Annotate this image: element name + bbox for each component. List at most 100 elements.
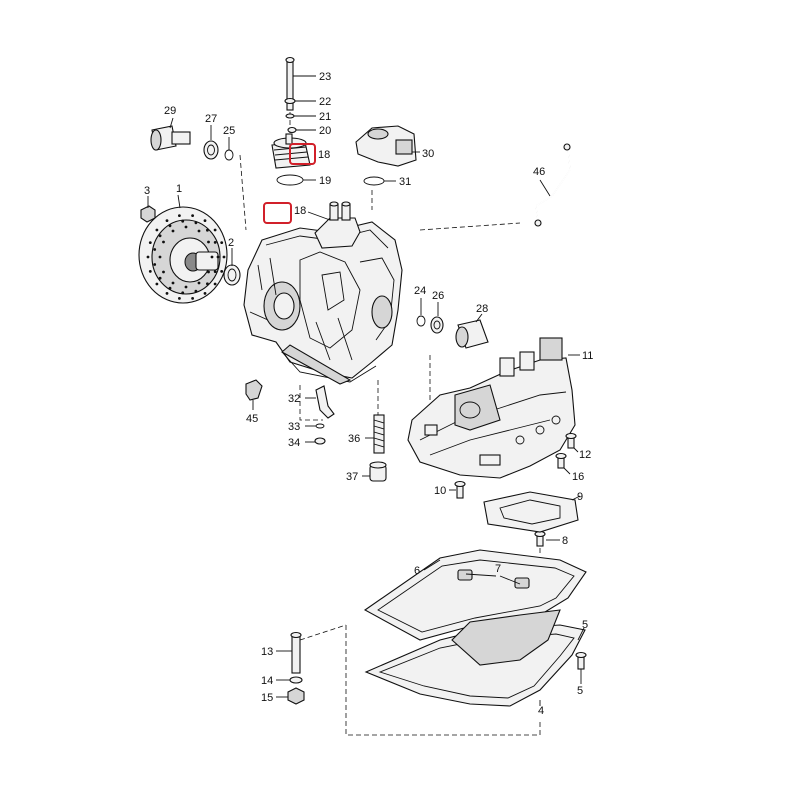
converter-dot: [206, 282, 209, 286]
converter-dot: [158, 234, 162, 238]
converter-dot: [191, 214, 195, 218]
parts-24-26-28: [416, 315, 489, 349]
highlight-box-housing-18: [263, 202, 292, 224]
bracket-32: [314, 385, 335, 445]
callout-13: 13: [261, 646, 273, 658]
callout-15: 15: [261, 692, 273, 704]
converter-dot: [210, 255, 214, 259]
callout-12: 12: [579, 449, 591, 461]
callout-23: 23: [319, 71, 331, 83]
converter-dot: [158, 276, 162, 280]
converter-dot: [148, 241, 152, 245]
callout-7: 7: [495, 563, 501, 575]
converter-dot: [184, 285, 188, 289]
callout-3: 3: [144, 185, 150, 197]
pipe-46: [534, 143, 571, 227]
callout-14: 14: [261, 675, 273, 687]
converter-dot: [162, 270, 165, 274]
filter-9: [483, 491, 579, 533]
callout-22: 22: [319, 96, 331, 108]
callout-20: 20: [319, 125, 331, 137]
seal-2: [223, 264, 241, 286]
callout-25: 25: [223, 125, 235, 137]
converter-dot: [222, 255, 226, 259]
callout-32: 32: [288, 393, 300, 405]
converter-dot: [206, 228, 209, 232]
converter-dot: [203, 219, 207, 223]
callout-18-cooler: 18: [318, 149, 330, 161]
converter-dot: [213, 241, 217, 244]
converter-dot: [153, 248, 157, 251]
callout-16: 16: [572, 471, 584, 483]
bolt-3: [140, 205, 156, 223]
callout-10: 10: [434, 485, 446, 497]
callout-18-housing: 18: [294, 205, 306, 217]
callout-46: 46: [533, 166, 545, 178]
converter-dot: [203, 292, 207, 295]
converter-dot: [181, 291, 185, 295]
parts-29-27-25: [150, 125, 234, 161]
converter-dot: [155, 282, 159, 286]
converter-dot: [153, 263, 157, 266]
oil-pan-4: [364, 609, 586, 707]
callout-21: 21: [319, 111, 331, 123]
valve-body-11: [407, 337, 576, 479]
callout-26: 26: [432, 290, 444, 302]
callout-5: 5: [577, 685, 583, 697]
converter-dot: [207, 240, 210, 244]
callout-34: 34: [288, 437, 300, 449]
converter-dot: [197, 281, 201, 285]
callout-27: 27: [205, 113, 217, 125]
sensor-30: [355, 125, 417, 186]
converter-dot: [181, 219, 185, 223]
leader-lines: [147, 75, 585, 706]
callout-37: 37: [346, 471, 358, 483]
converter-dot: [197, 229, 201, 233]
callout-labels: 23 22 21 20 18 19 18 29 27 25 30 31 46 3…: [144, 71, 593, 717]
converter-dot: [213, 228, 217, 232]
converter-dot: [165, 292, 169, 295]
callout-45: 45: [246, 413, 258, 425]
callout-19: 19: [319, 175, 331, 187]
converter-dot: [158, 255, 162, 259]
callout-33: 33: [288, 421, 300, 433]
converter-dot: [220, 270, 224, 273]
converter-dot: [171, 281, 175, 285]
torque-converter: [138, 206, 228, 304]
callout-8: 8: [562, 535, 568, 547]
converter-dot: [168, 224, 172, 228]
converter-dot: [191, 297, 195, 300]
plug-45: [245, 379, 263, 401]
converter-dot: [213, 270, 217, 273]
spring-36: [369, 414, 387, 482]
converter-dot: [207, 270, 210, 274]
callout-36: 36: [348, 433, 360, 445]
small-bolts: [454, 432, 577, 547]
converter-dot: [146, 255, 150, 259]
callout-6: 6: [414, 565, 420, 577]
highlight-box-cooler-18: [289, 143, 316, 165]
converter-dot: [155, 228, 159, 232]
converter-dot: [171, 229, 175, 233]
converter-dot: [213, 282, 217, 286]
callout-4: 4: [538, 705, 544, 717]
cooler-bolt-stack: [271, 56, 311, 186]
converter-dot: [178, 297, 181, 300]
callout-5-upper: 5: [582, 619, 588, 631]
callout-29: 29: [164, 105, 176, 117]
converter-dot: [162, 240, 165, 244]
bolt-13-14-15: [287, 631, 587, 705]
callout-11: 11: [582, 350, 593, 362]
converter-dot: [165, 219, 169, 223]
converter-dot: [216, 255, 220, 259]
callout-1: 1: [176, 183, 182, 195]
highlight-boxes: [263, 143, 316, 224]
callout-31: 31: [399, 176, 411, 188]
pan-gasket-6: [363, 549, 587, 641]
callout-2: 2: [228, 237, 234, 249]
converter-dot: [178, 214, 181, 218]
callout-24: 24: [414, 285, 426, 297]
callout-28: 28: [476, 303, 488, 315]
